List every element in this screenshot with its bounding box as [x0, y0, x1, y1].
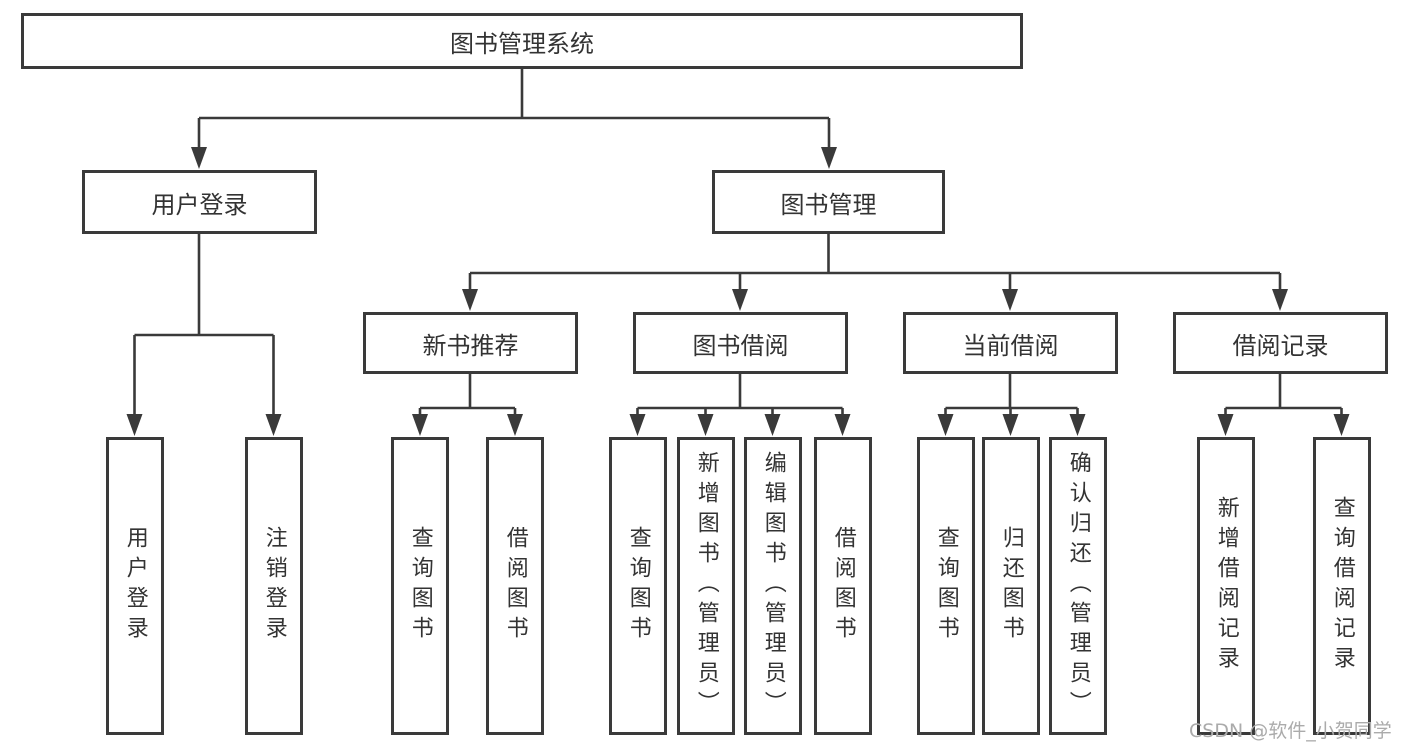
leaf-user-login: 用户登录 [106, 437, 164, 735]
connector-new-book-rec-children [412, 373, 523, 436]
node-current-borrow: 当前借阅 [903, 312, 1118, 374]
leaf-borrow-query-books-label: 查询图书 [625, 526, 651, 646]
leaf-current-query-books-label: 查询图书 [933, 526, 959, 646]
leaf-borrow-add-books-admin: 新增图书（管理员） [677, 437, 735, 735]
leaf-current-confirm-return-admin-label: 确认归还（管理员） [1065, 451, 1091, 721]
connector-book-mgmt-children [462, 232, 1288, 311]
connector-root-to-level2 [191, 67, 837, 169]
node-new-book-rec-label: 新书推荐 [422, 331, 519, 360]
leaf-records-add-record-label: 新增借阅记录 [1213, 496, 1239, 676]
node-new-book-rec: 新书推荐 [363, 312, 578, 374]
leaf-user-login-label: 用户登录 [122, 526, 148, 646]
leaf-borrow-add-books-admin-label: 新增图书（管理员） [693, 451, 719, 721]
leaf-logout: 注销登录 [245, 437, 303, 735]
connector-book-borrow-children [629, 373, 851, 436]
leaf-current-return-books-label: 归还图书 [998, 526, 1024, 646]
node-user-login: 用户登录 [82, 170, 317, 234]
leaf-rec-query-books: 查询图书 [391, 437, 449, 735]
leaf-current-query-books: 查询图书 [917, 437, 975, 735]
leaf-borrow-borrow-books-label: 借阅图书 [830, 526, 856, 646]
leaf-rec-borrow-books: 借阅图书 [486, 437, 544, 735]
node-root-label: 图书管理系统 [450, 29, 594, 58]
leaf-borrow-edit-books-admin-label: 编辑图书（管理员） [760, 451, 786, 721]
node-book-mgmt: 图书管理 [712, 170, 945, 234]
leaf-borrow-query-books: 查询图书 [609, 437, 667, 735]
node-user-login-label: 用户登录 [151, 190, 248, 219]
csdn-watermark: CSDN @软件_小贺同学 [1189, 720, 1392, 742]
leaf-borrow-borrow-books: 借阅图书 [814, 437, 872, 735]
connector-user-login-children [126, 232, 282, 436]
node-borrow-records: 借阅记录 [1173, 312, 1388, 374]
leaf-logout-label: 注销登录 [261, 526, 287, 646]
leaf-rec-borrow-books-label: 借阅图书 [502, 526, 528, 646]
node-book-borrow-label: 图书借阅 [692, 331, 789, 360]
leaf-rec-query-books-label: 查询图书 [407, 526, 433, 646]
node-borrow-records-label: 借阅记录 [1232, 331, 1329, 360]
leaf-records-query-record: 查询借阅记录 [1313, 437, 1371, 735]
leaf-current-return-books: 归还图书 [982, 437, 1040, 735]
leaf-borrow-edit-books-admin: 编辑图书（管理员） [744, 437, 802, 735]
node-book-borrow: 图书借阅 [633, 312, 848, 374]
leaf-records-query-record-label: 查询借阅记录 [1329, 496, 1355, 676]
node-root: 图书管理系统 [21, 13, 1023, 69]
connector-borrow-records-children [1217, 373, 1350, 436]
leaf-current-confirm-return-admin: 确认归还（管理员） [1049, 437, 1107, 735]
connector-current-borrow-children [937, 373, 1086, 436]
leaf-records-add-record: 新增借阅记录 [1197, 437, 1255, 735]
node-current-borrow-label: 当前借阅 [962, 331, 1059, 360]
node-book-mgmt-label: 图书管理 [780, 190, 877, 219]
